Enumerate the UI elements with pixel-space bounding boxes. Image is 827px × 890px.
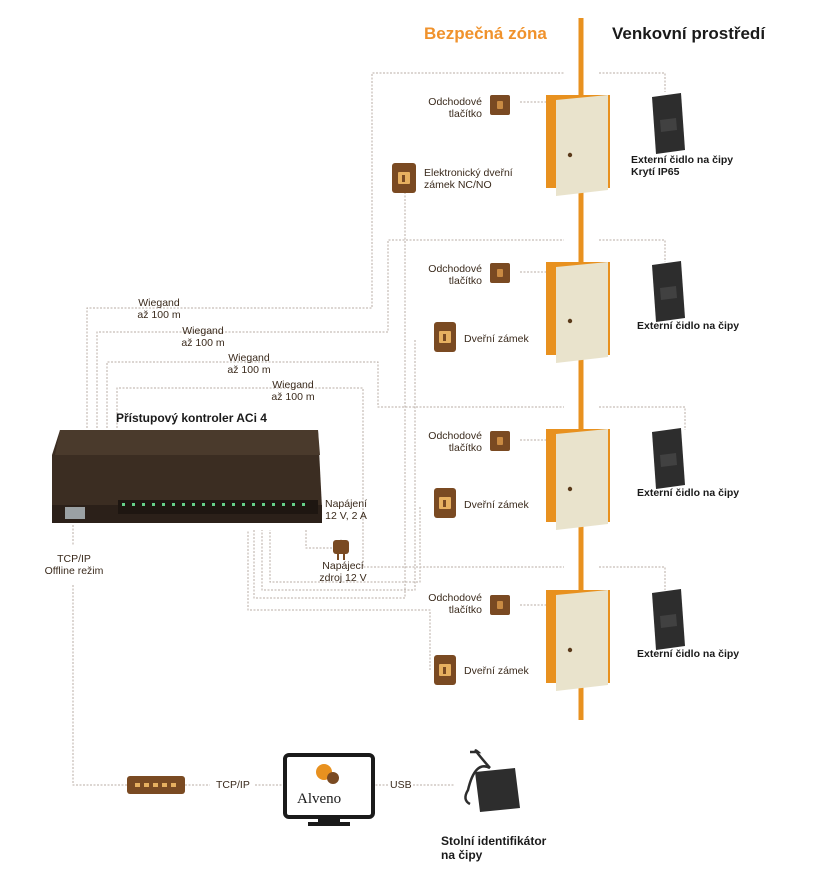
door-1 bbox=[546, 95, 610, 196]
door-3-exit-button-label: Odchodové tlačítko bbox=[428, 430, 482, 454]
door-1-reader-label: Externí čidlo na čipy Krytí IP65 bbox=[631, 154, 734, 178]
lock-icons bbox=[392, 163, 456, 685]
wiegand-label-2: Wiegand až 100 m bbox=[181, 325, 225, 349]
door-2-reader-label: Externí čidlo na čipy bbox=[637, 320, 740, 332]
network-switch-icon bbox=[127, 776, 185, 794]
ethernet-port-icon bbox=[65, 507, 85, 519]
desktop-reader-icon bbox=[464, 749, 520, 812]
network-mode-label: TCP/IP Offline režim bbox=[44, 553, 104, 577]
door-2-exit-button-label: Odchodové tlačítko bbox=[428, 263, 482, 287]
exit-button-icons bbox=[490, 95, 510, 615]
access-controller bbox=[52, 430, 322, 523]
door-1-lock-label: Elektronický dveřní zámek NC/NO bbox=[424, 167, 513, 191]
alveno-logo: Alveno bbox=[297, 791, 342, 807]
door-4-lock-label: Dveřní zámek bbox=[464, 665, 529, 677]
door-3-reader-label: Externí čidlo na čipy bbox=[637, 487, 740, 499]
door-4 bbox=[546, 590, 610, 691]
wiegand-label-4: Wiegand až 100 m bbox=[271, 379, 315, 403]
usb-label: USB bbox=[390, 779, 412, 791]
door-2-lock-label: Dveřní zámek bbox=[464, 333, 529, 345]
door-3 bbox=[546, 429, 610, 530]
power-supply-label: Napájecí zdroj 12 V bbox=[319, 560, 367, 584]
safe-zone-heading: Bezpečná zóna bbox=[424, 24, 547, 43]
monitor-icon bbox=[283, 753, 375, 826]
power-plug-icon bbox=[333, 540, 349, 560]
power-spec-label: Napájení 12 V, 2 A bbox=[324, 498, 368, 522]
door-1-exit-button-label: Odchodové tlačítko bbox=[428, 96, 482, 120]
desktop-reader-label: Stolní identifikátor na čipy bbox=[441, 834, 547, 862]
tcp-label: TCP/IP bbox=[216, 779, 250, 791]
door-2 bbox=[546, 262, 610, 363]
wiegand-label-1: Wiegand až 100 m bbox=[137, 297, 181, 321]
wiegand-label-3: Wiegand až 100 m bbox=[227, 352, 271, 376]
door-4-reader-label: Externí čidlo na čipy bbox=[637, 648, 740, 660]
door-4-exit-button-label: Odchodové tlačítko bbox=[428, 592, 482, 616]
door-3-lock-label: Dveřní zámek bbox=[464, 499, 529, 511]
outside-zone-heading: Venkovní prostředí bbox=[612, 24, 766, 43]
controller-title: Přístupový kontroler ACi 4 bbox=[116, 411, 267, 425]
